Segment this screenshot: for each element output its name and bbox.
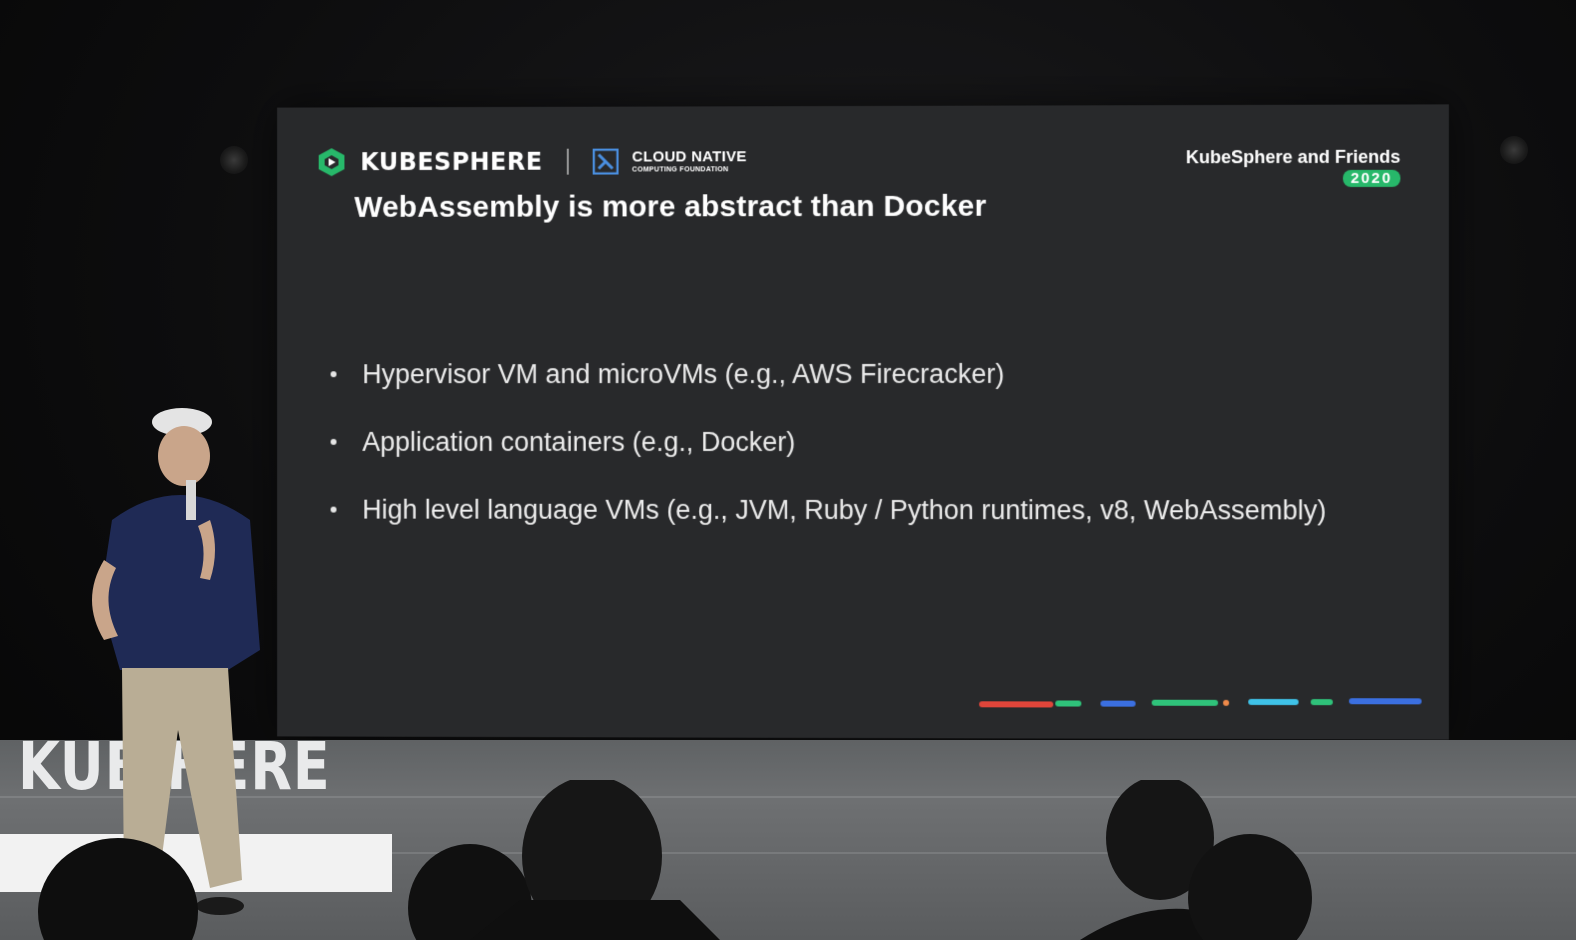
cncf-logo-icon [592, 149, 618, 175]
audience-head [1188, 834, 1312, 940]
bullet-item: High level language VMs (e.g., JVM, Ruby… [330, 476, 1327, 545]
audience-body [470, 900, 720, 940]
ceiling-light [1500, 136, 1528, 164]
speaker-figure [92, 408, 260, 915]
bullet-dot [330, 371, 337, 378]
audience-head [1106, 780, 1214, 900]
cncf-line-2: COMPUTING FOUNDATION [632, 166, 729, 174]
deco-dot-orange [1223, 699, 1230, 706]
audience-silhouettes [38, 780, 1312, 940]
bullet-list: Hypervisor VM and microVMs (e.g., AWS Fi… [330, 340, 1327, 545]
kubesphere-logo-icon [318, 148, 345, 177]
stage-floor [0, 740, 1576, 940]
event-badge: KubeSphere and Friends 2020 [1186, 147, 1401, 189]
cncf-line-1: CLOUD NATIVE [632, 148, 747, 166]
bullet-dot [330, 506, 337, 513]
bullet-text: Hypervisor VM and microVMs (e.g., AWS Fi… [362, 358, 1005, 389]
stage-step-edge [0, 796, 1576, 798]
slide-title: WebAssembly is more abstract than Docker [354, 189, 987, 224]
ceiling-light [220, 146, 248, 174]
slide-logo-row: KUBESPHERE CLOUD NATIVE COMPUTING FOUNDA… [317, 144, 747, 179]
projection-screen: KUBESPHERE CLOUD NATIVE COMPUTING FOUNDA… [277, 104, 1449, 740]
bullet-item: Hypervisor VM and microVMs (e.g., AWS Fi… [330, 340, 1327, 408]
stage-step-edge [0, 852, 1576, 854]
audience-head [38, 838, 198, 940]
bullet-text: Application containers (e.g., Docker) [362, 426, 796, 457]
cncf-wordmark: CLOUD NATIVE COMPUTING FOUNDATION [632, 148, 747, 174]
bullet-text: High level language VMs (e.g., JVM, Ruby… [362, 494, 1327, 525]
event-year: 2020 [1342, 169, 1401, 188]
bullet-dot [330, 438, 337, 445]
audience-head [522, 780, 662, 936]
bullet-item: Application containers (e.g., Docker) [330, 408, 1327, 476]
kubesphere-wordmark: KUBESPHERE [360, 147, 543, 177]
event-name: KubeSphere and Friends [1185, 146, 1401, 168]
logo-divider [566, 148, 569, 175]
